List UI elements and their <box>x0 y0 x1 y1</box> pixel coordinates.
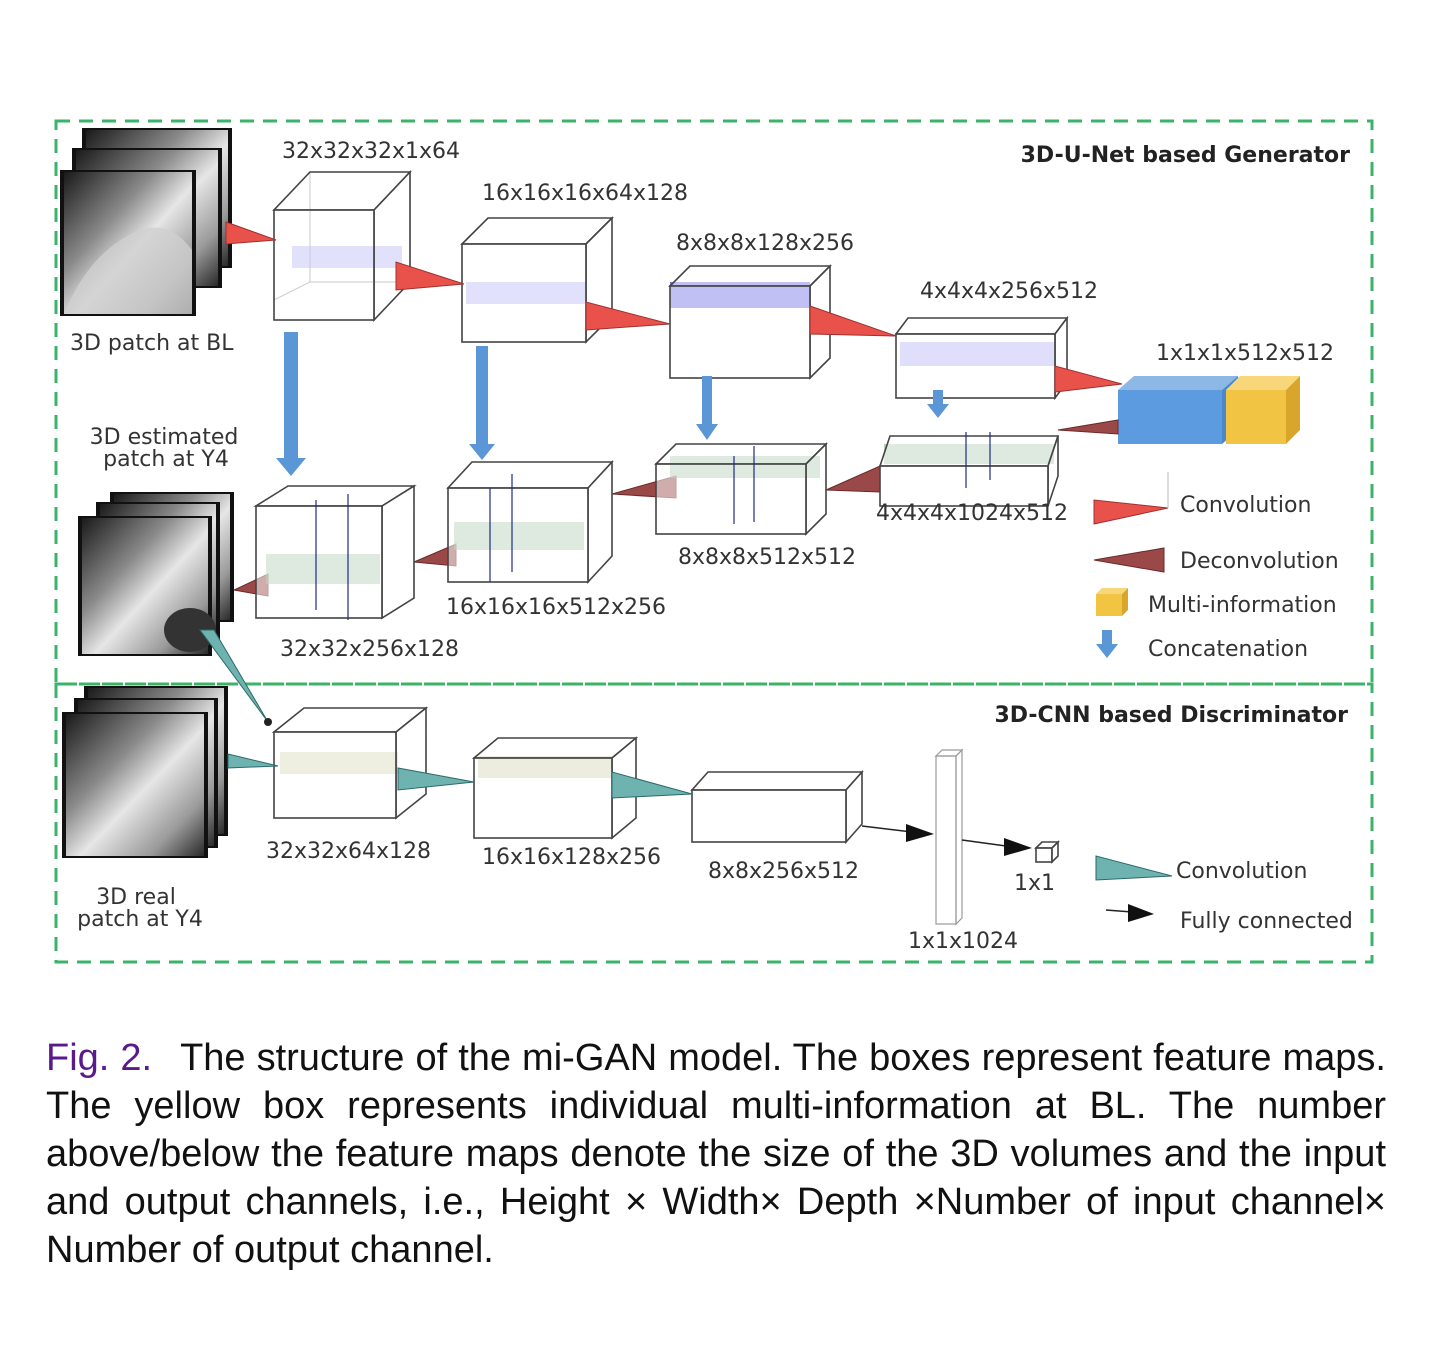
disc-box-3 <box>690 769 864 845</box>
fc-vector-1024 <box>934 748 964 926</box>
generator-legend: Convolution Deconvolution Multi-informat… <box>1093 472 1339 662</box>
discriminator-title: 3D-CNN based Discriminator <box>994 703 1348 728</box>
decoder-box-4 <box>878 432 1060 507</box>
legend-multi-information: Multi-information <box>1148 593 1337 618</box>
legend-deconvolution-icon <box>1093 547 1165 573</box>
legend-concatenation: Concatenation <box>1148 637 1308 662</box>
fc-arrow-1 <box>861 824 934 842</box>
encoder-size-1: 32x32x32x1x64 <box>282 139 460 164</box>
disc-size-3: 8x8x256x512 <box>708 859 859 884</box>
disc-size-1: 32x32x64x128 <box>266 839 431 864</box>
fc-arrow-2 <box>961 838 1032 856</box>
multi-information-box <box>1226 376 1300 390</box>
legend-multi-information-icon <box>1096 588 1128 616</box>
disc-size-fc: 1x1x1024 <box>908 929 1018 954</box>
decoder-box-3 <box>654 442 828 536</box>
decoder-size-4: 4x4x4x1024x512 <box>876 501 1068 526</box>
output-cube <box>1034 840 1060 864</box>
concatenation-arrows <box>276 332 949 476</box>
encoder-conv-arrows <box>225 221 1123 393</box>
disc-conv-arrows <box>227 753 693 799</box>
figure-caption: Fig. 2.The structure of the mi-GAN model… <box>46 1034 1386 1274</box>
output-patch-label-line1: 3D estimated <box>90 425 239 450</box>
input-patch-label: 3D patch at BL <box>70 331 234 356</box>
bottleneck-box <box>1118 376 1300 444</box>
legend-fully-connected: Fully connected <box>1180 909 1353 934</box>
mi-gan-diagram: 3D-U-Net based Generator 3D-CNN based Di… <box>54 119 1374 964</box>
encoder-size-2: 16x16x16x64x128 <box>482 181 688 206</box>
encoder-size-3: 8x8x8x128x256 <box>676 231 854 256</box>
legend-convolution-icon <box>1093 499 1169 525</box>
encoder-box-3 <box>668 264 832 380</box>
generator-title: 3D-U-Net based Generator <box>1021 143 1351 168</box>
disc-box-1 <box>271 706 429 820</box>
bottleneck-size: 1x1x1x512x512 <box>1156 341 1334 366</box>
discriminator-frame <box>54 682 1374 964</box>
decoder-size-3: 8x8x8x512x512 <box>678 545 856 570</box>
generator-to-discriminator-link <box>199 629 269 723</box>
real-patch-stack <box>62 686 228 858</box>
legend-disc-convolution-icon <box>1095 855 1173 881</box>
figure-number: Fig. 2. <box>46 1037 153 1079</box>
caption-text: The structure of the mi-GAN model. The b… <box>46 1037 1386 1271</box>
decoder-box-1 <box>253 484 417 620</box>
real-patch-label-line1: 3D real <box>96 885 176 910</box>
legend-fully-connected-icon <box>1105 904 1154 922</box>
output-patch-stack <box>78 492 234 656</box>
real-patch-label-line2: patch at Y4 <box>77 907 203 932</box>
decoder-size-1: 32x32x256x128 <box>280 637 459 662</box>
input-patch-stack <box>60 128 232 316</box>
legend-deconvolution: Deconvolution <box>1180 549 1339 574</box>
decoder-size-2: 16x16x16x512x256 <box>446 595 666 620</box>
decoder-box-2 <box>446 459 614 585</box>
legend-disc-convolution: Convolution <box>1176 859 1307 884</box>
discriminator-legend: Convolution Fully connected <box>1095 855 1353 934</box>
encoder-size-4: 4x4x4x256x512 <box>920 279 1098 304</box>
encoder-box-1 <box>272 169 412 323</box>
legend-convolution: Convolution <box>1180 493 1311 518</box>
legend-concatenation-icon <box>1096 630 1118 658</box>
disc-size-2: 16x16x128x256 <box>482 845 661 870</box>
disc-size-out: 1x1 <box>1014 871 1055 896</box>
output-patch-label-line2: patch at Y4 <box>103 447 229 472</box>
encoder-box-4 <box>894 315 1069 401</box>
